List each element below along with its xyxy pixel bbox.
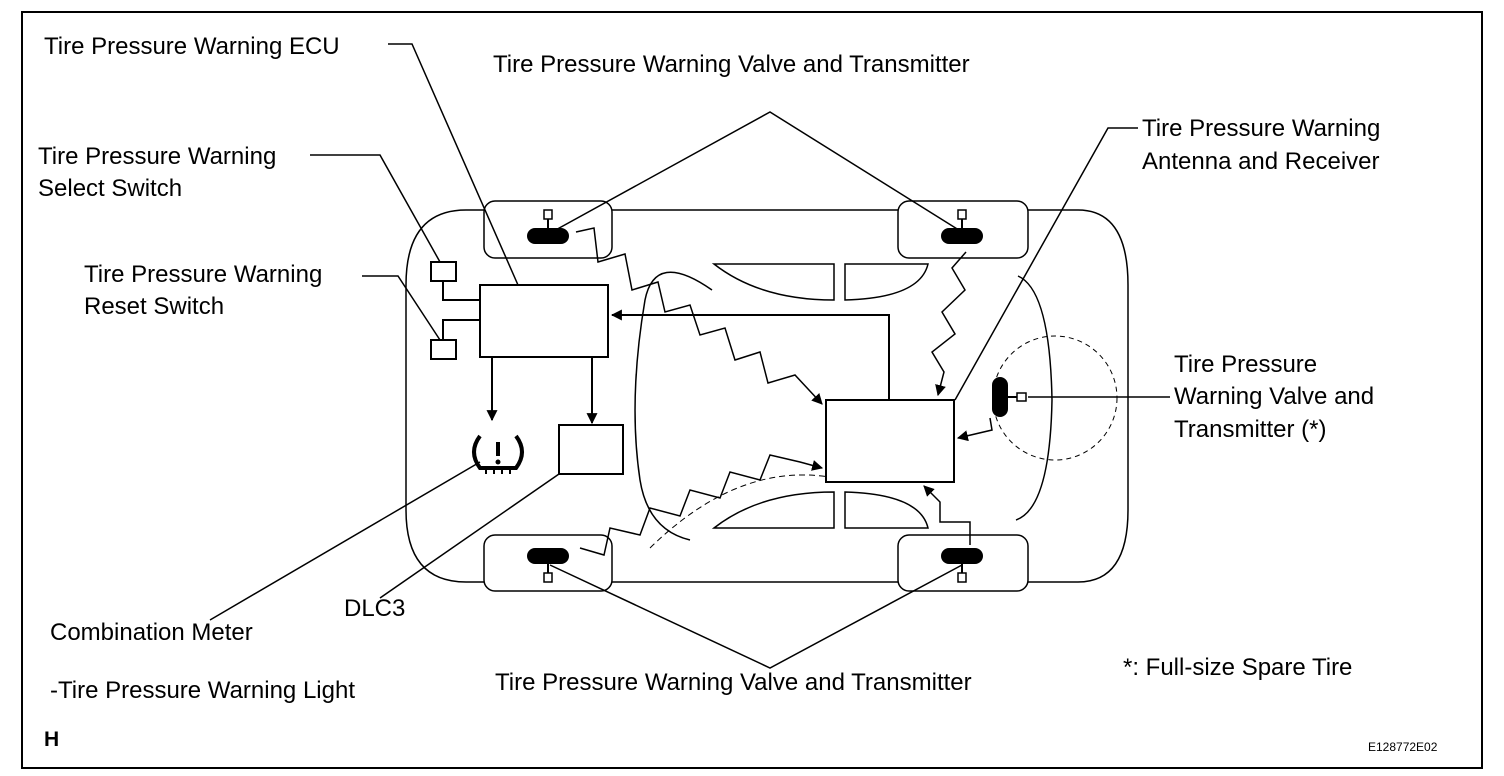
valve-icon-rear-right — [941, 548, 983, 583]
leader-reset-switch — [362, 275, 441, 341]
valve-icon-rear-left — [527, 548, 569, 583]
leader-ecu — [388, 43, 519, 286]
valve-icon-front-right — [941, 209, 983, 244]
figure-frame — [21, 11, 1483, 769]
spare-tire-area — [992, 335, 1118, 461]
label-dlc3: DLC3 — [344, 595, 406, 622]
label-antenna-line2: Antenna and Receiver — [1142, 148, 1380, 175]
reset-switch-box — [430, 339, 457, 360]
select-switch-box — [430, 261, 457, 282]
label-valve-bottom: Tire Pressure Warning Valve and Transmit… — [495, 669, 972, 696]
cabin-outline-left — [634, 271, 713, 541]
leader-select-switch — [310, 154, 441, 263]
label-ecu: Tire Pressure Warning ECU — [44, 33, 340, 60]
label-spare-line2: Warning Valve and — [1174, 383, 1375, 410]
select-switch-wire — [442, 281, 480, 301]
label-spare-line3: Transmitter (*) — [1174, 416, 1327, 443]
label-select-line1: Tire Pressure Warning — [38, 143, 277, 170]
label-reset-line1: Tire Pressure Warning — [84, 261, 323, 288]
dashed-arc — [649, 474, 836, 549]
label-select-line2: Select Switch — [38, 175, 183, 202]
label-reset-line2: Reset Switch — [84, 293, 225, 320]
leader-dlc3 — [379, 473, 560, 599]
figure-code: E128772E02 — [1368, 740, 1438, 754]
valve-icon-front-left — [527, 209, 569, 244]
signal-rear-right — [923, 485, 971, 545]
label-antenna-line1: Tire Pressure Warning — [1142, 115, 1381, 142]
label-footnote: *: Full-size Spare Tire — [1123, 654, 1353, 681]
signal-spare — [956, 417, 993, 442]
valve-icon-spare — [992, 377, 1027, 417]
leader-valve-bottom — [549, 564, 963, 669]
reset-switch-wire — [442, 319, 480, 340]
tire-pressure-warning-light-icon — [472, 434, 524, 474]
vehicle-body-outline — [405, 209, 1129, 583]
window-rear-left — [711, 491, 835, 529]
leader-combination-meter — [209, 461, 481, 621]
window-front-right — [844, 263, 929, 301]
corner-letter: H — [44, 728, 60, 751]
leader-antenna — [954, 127, 1138, 401]
cabin-outline-right — [1015, 275, 1053, 521]
receiver-to-ecu-arrow — [610, 309, 890, 400]
window-front-left — [711, 263, 835, 301]
label-valve-top: Tire Pressure Warning Valve and Transmit… — [493, 51, 970, 78]
tpms-ecu-box — [479, 284, 609, 358]
dlc3-box — [558, 424, 624, 475]
label-combination-meter: Combination Meter — [50, 619, 253, 646]
leader-valve-top — [551, 111, 963, 233]
signal-front-right — [931, 251, 967, 397]
signal-front-left — [575, 227, 823, 405]
antenna-receiver-box — [825, 399, 955, 483]
label-warning-light: -Tire Pressure Warning Light — [50, 677, 355, 704]
signal-rear-left — [579, 454, 824, 556]
window-rear-right — [844, 491, 929, 529]
label-spare-line1: Tire Pressure — [1174, 351, 1318, 378]
